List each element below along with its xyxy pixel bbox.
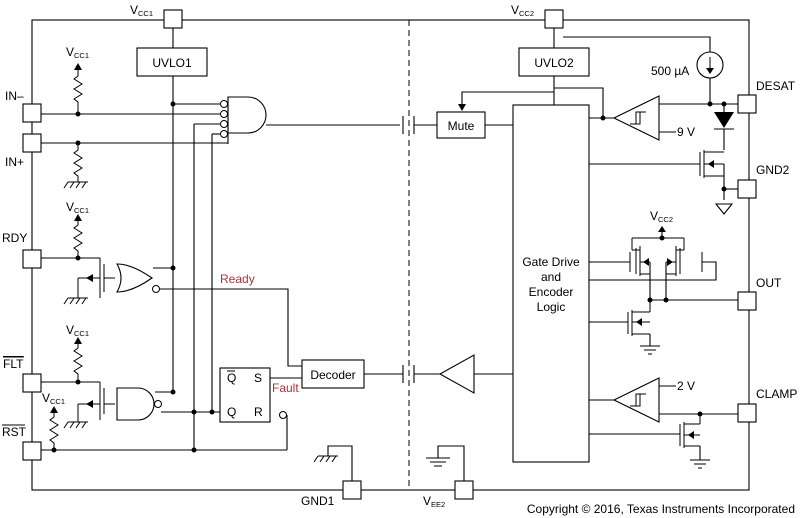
pin-gnd2 xyxy=(737,179,757,199)
output-nmos xyxy=(627,300,660,355)
uvlo2-block xyxy=(518,47,590,77)
pin-vee2 xyxy=(454,480,474,500)
vee2-symbol xyxy=(426,445,465,481)
svg-text:VCC1: VCC1 xyxy=(66,45,89,60)
uvlo2-label: UVLO2 xyxy=(534,56,574,70)
pin-rst xyxy=(22,441,42,461)
desat-diode xyxy=(714,104,734,150)
pin-label-gnd1: GND1 xyxy=(301,494,335,508)
output-pmos-right xyxy=(589,238,717,281)
pin-label-rst: RST xyxy=(2,425,27,439)
pin-desat xyxy=(737,94,757,114)
svg-text:VCC1: VCC1 xyxy=(66,200,89,215)
feedback-buffer xyxy=(438,354,475,394)
pin-label-desat-text: DESAT xyxy=(756,79,796,93)
clamp-fet xyxy=(679,414,710,469)
clamp-reference: 2 V xyxy=(677,379,695,393)
rdy-pullup: VCC1 xyxy=(66,200,89,258)
pin-in-plus xyxy=(22,133,42,153)
pin-out xyxy=(737,291,757,311)
gnd2-symbol xyxy=(714,203,734,215)
svg-text:VCC1: VCC1 xyxy=(66,323,89,338)
pin-vcc1 xyxy=(163,9,183,29)
pin-label-vcc2: VCC2 xyxy=(511,3,534,18)
pin-label-flt: FLT xyxy=(3,357,24,371)
pins xyxy=(22,9,757,500)
pin-rdy xyxy=(22,249,42,269)
uvlo1-label: UVLO1 xyxy=(152,56,192,70)
clamp-comparator xyxy=(612,377,660,423)
pin-label-in-plus: IN+ xyxy=(5,155,24,169)
pin-label-vee2: VEE2 xyxy=(423,494,445,509)
latch-r: R xyxy=(254,405,263,419)
rst-pulldown: VCC1 xyxy=(42,391,65,450)
latch-q: Q xyxy=(227,405,236,419)
pin-clamp xyxy=(737,403,757,423)
sr-latch: Q S Q R xyxy=(219,367,271,423)
pin-in-minus xyxy=(22,103,42,123)
pin-label-vcc1: VCC1 xyxy=(130,3,153,18)
output-pmos-left xyxy=(589,238,650,276)
gate-drive-encoder-block xyxy=(512,104,590,463)
ready-nor-gate xyxy=(116,263,160,293)
pin-label-clamp: CLAMP xyxy=(756,387,797,401)
latch-q-bar: Q xyxy=(227,371,236,385)
latch-s: S xyxy=(254,371,262,385)
uvlo1-block xyxy=(136,47,208,77)
vcc2-output-rail: VCC2 xyxy=(650,209,673,224)
fault-nand-gate xyxy=(116,387,162,421)
desat-reference: 9 V xyxy=(677,125,695,139)
gnd1-symbol xyxy=(313,445,353,481)
current-source-label: 500 µA xyxy=(651,64,689,78)
gate-drive-line-1: Gate Drive xyxy=(522,255,580,269)
fault-signal-label: Fault xyxy=(272,381,299,395)
pin-gnd1 xyxy=(342,480,362,500)
mute-label: Mute xyxy=(448,119,475,133)
gate-drive-line-3: Encoder xyxy=(529,285,574,299)
copyright-notice: Copyright © 2016, Texas Instruments Inco… xyxy=(527,502,795,516)
ready-signal-label: Ready xyxy=(220,272,255,286)
pin-flt xyxy=(22,373,42,393)
desat-discharge-fet xyxy=(699,150,725,200)
flt-output-fet xyxy=(63,382,115,429)
pin-label-gnd2: GND2 xyxy=(756,163,790,177)
gate-drive-line-4: Logic xyxy=(537,300,566,314)
pin-label-in-minus: IN– xyxy=(5,89,24,103)
pin-label-out: OUT xyxy=(756,276,782,290)
desat-comparator xyxy=(612,95,660,141)
decoder-label: Decoder xyxy=(310,368,355,382)
in-minus-pullup: VCC1 xyxy=(66,45,89,114)
current-source xyxy=(696,51,724,79)
in-plus-pulldown xyxy=(63,143,88,189)
pin-vcc2 xyxy=(544,9,564,29)
rdy-output-fet xyxy=(63,258,115,305)
gate-drive-line-2: and xyxy=(541,270,561,284)
pin-label-rdy: RDY xyxy=(2,231,27,245)
svg-text:VCC1: VCC1 xyxy=(42,391,65,406)
input-and-gate xyxy=(220,96,267,144)
flt-pullup: VCC1 xyxy=(66,323,89,382)
